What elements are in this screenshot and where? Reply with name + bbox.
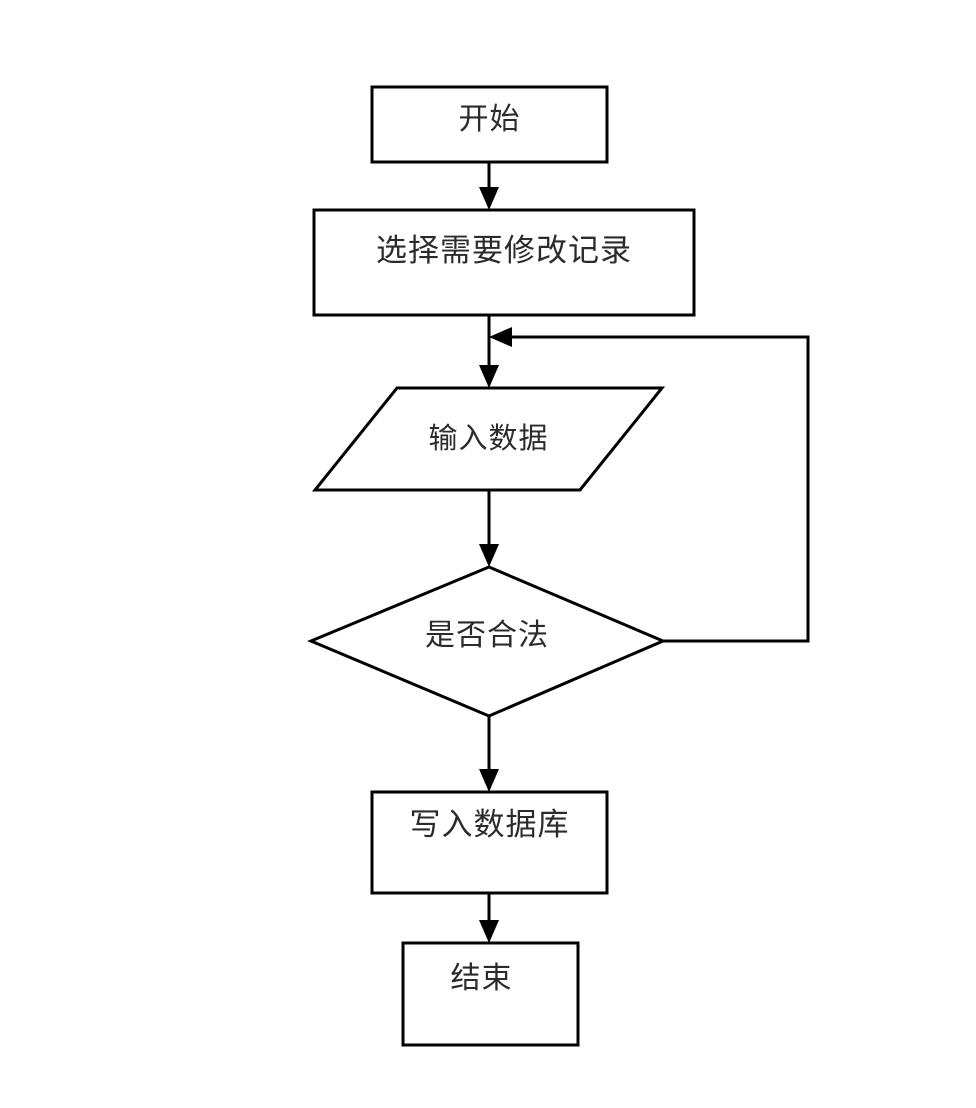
node-select-record-label: 选择需要修改记录 — [376, 233, 632, 269]
arrowhead-down-icon — [479, 920, 499, 943]
node-start-label: 开始 — [458, 102, 521, 137]
arrowhead-down-icon — [479, 187, 499, 210]
node-write-database-label: 写入数据库 — [409, 807, 570, 843]
node-input-data-shape[interactable] — [311, 386, 666, 492]
arrowhead-down-icon — [479, 769, 499, 792]
edge-select-record-to-input-data — [479, 315, 499, 388]
edge-start-to-select-record — [479, 162, 499, 210]
arrowhead-down-icon — [479, 544, 499, 567]
node-is-valid-shape[interactable] — [307, 565, 667, 718]
node-end-shape[interactable] — [401, 941, 580, 1047]
edge-input-data-to-is-valid — [479, 490, 499, 567]
arrowhead-down-icon — [479, 365, 499, 388]
node-start-shape[interactable] — [370, 85, 609, 164]
node-input-data-label: 输入数据 — [428, 421, 549, 455]
edge-is-valid-to-write-database — [479, 716, 499, 792]
node-write-database-shape[interactable] — [370, 790, 609, 895]
node-select-record-shape[interactable] — [312, 208, 696, 317]
edge-write-database-to-end — [479, 893, 499, 943]
arrowhead-left-icon — [489, 327, 512, 347]
edge-is-valid-loop-back-to-input-data — [489, 327, 810, 643]
node-is-valid-label: 是否合法 — [425, 618, 549, 653]
node-end-label: 结束 — [450, 961, 513, 996]
